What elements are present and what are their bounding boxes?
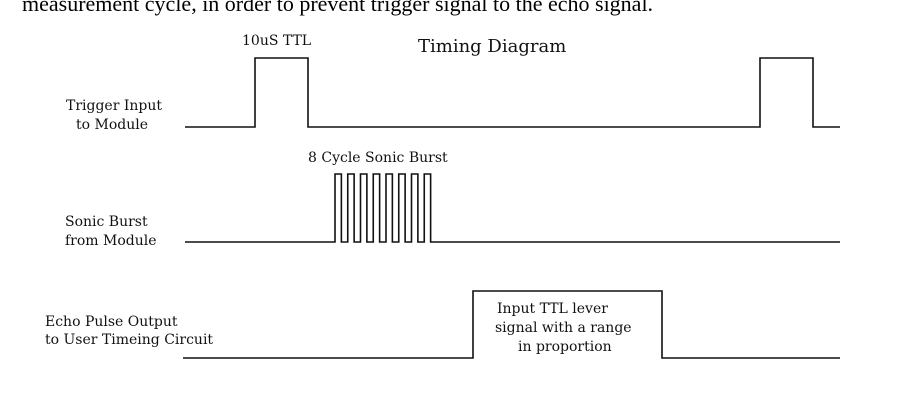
pulse-width-label: 10uS TTL — [242, 33, 311, 49]
sonic-burst-waveform — [185, 173, 840, 243]
caption-text: measurement cycle, in order to prevent t… — [22, 0, 654, 16]
echo-label-line1: Echo Pulse Output — [45, 314, 178, 330]
burst-label-line1: Sonic Burst — [65, 214, 148, 230]
echo-waveform — [183, 290, 840, 359]
burst-label-line2: from Module — [65, 233, 157, 249]
burst-label: 8 Cycle Sonic Burst — [308, 150, 448, 166]
trigger-label-line1: Trigger Input — [66, 98, 162, 114]
echo-box-text-line3: in proportion — [518, 339, 612, 355]
trigger-waveform — [185, 57, 840, 128]
echo-label-line2: to User Timeing Circuit — [45, 332, 213, 348]
echo-box-text-line2: signal with a range — [495, 320, 632, 336]
diagram-title: Timing Diagram — [418, 36, 566, 57]
trigger-label-line2: to Module — [76, 117, 148, 133]
echo-box-text-line1: Input TTL lever — [497, 301, 608, 317]
